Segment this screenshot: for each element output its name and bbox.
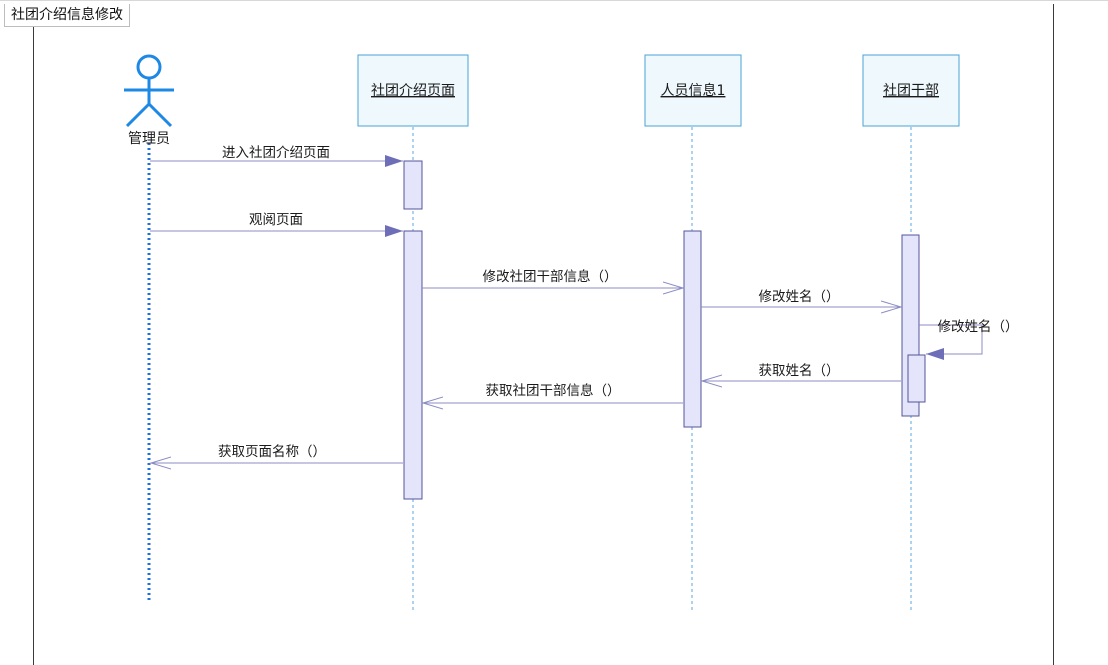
window-top-border xyxy=(0,0,1108,1)
message-label-modify-cadre-info: 修改社团干部信息（） xyxy=(483,268,618,285)
diagram-title: 社团介绍信息修改 xyxy=(11,7,123,23)
message-label-get-page-name: 获取页面名称（） xyxy=(218,444,326,460)
message-label-modify-name: 修改姓名（） xyxy=(759,289,840,305)
activation-bar-club-cadre-nested[interactable] xyxy=(907,354,926,403)
lifeline-header-person-info[interactable]: 人员信息1 xyxy=(644,54,742,127)
message-modify-name[interactable]: 修改姓名（） xyxy=(701,289,901,307)
actor-stick-figure-icon[interactable] xyxy=(124,54,174,128)
lifeline-header-club-cadre[interactable]: 社团干部 xyxy=(862,54,960,127)
lifeline-label-club-cadre: 社团干部 xyxy=(883,83,939,99)
message-get-cadre-info[interactable]: 获取社团干部信息（） xyxy=(423,382,683,403)
message-label-self-modify-name: 修改姓名（） xyxy=(938,319,1019,335)
actor-name: 管理员 xyxy=(128,131,170,147)
message-get-name[interactable]: 获取姓名（） xyxy=(702,363,901,381)
message-label-view-page: 观阅页面 xyxy=(249,212,303,228)
lifeline-header-intro-page[interactable]: 社团介绍页面 xyxy=(357,54,469,127)
message-label-get-name: 获取姓名（） xyxy=(759,363,840,379)
lifeline-label-person-info: 人员信息1 xyxy=(661,82,726,99)
message-label-enter-page: 进入社团介绍页面 xyxy=(222,145,330,161)
activation-bar-intro-page-1[interactable] xyxy=(403,160,423,210)
message-label-get-cadre-info: 获取社团干部信息（） xyxy=(486,382,621,399)
message-view-page[interactable]: 观阅页面 xyxy=(150,212,403,237)
lifeline-label-intro-page: 社团介绍页面 xyxy=(371,83,455,99)
diagram-frame-left-border xyxy=(33,4,34,665)
diagram-title-tab[interactable]: 社团介绍信息修改 xyxy=(4,4,130,27)
activation-bar-intro-page-2[interactable] xyxy=(403,230,423,500)
diagram-frame-right-border xyxy=(1053,4,1054,665)
message-enter-page[interactable]: 进入社团介绍页面 xyxy=(150,145,403,167)
activation-bar-person-info[interactable] xyxy=(683,230,702,428)
message-self-modify-name[interactable]: 修改姓名（） xyxy=(919,319,1019,360)
message-modify-cadre-info[interactable]: 修改社团干部信息（） xyxy=(422,268,683,288)
message-get-page-name[interactable]: 获取页面名称（） xyxy=(151,444,403,463)
